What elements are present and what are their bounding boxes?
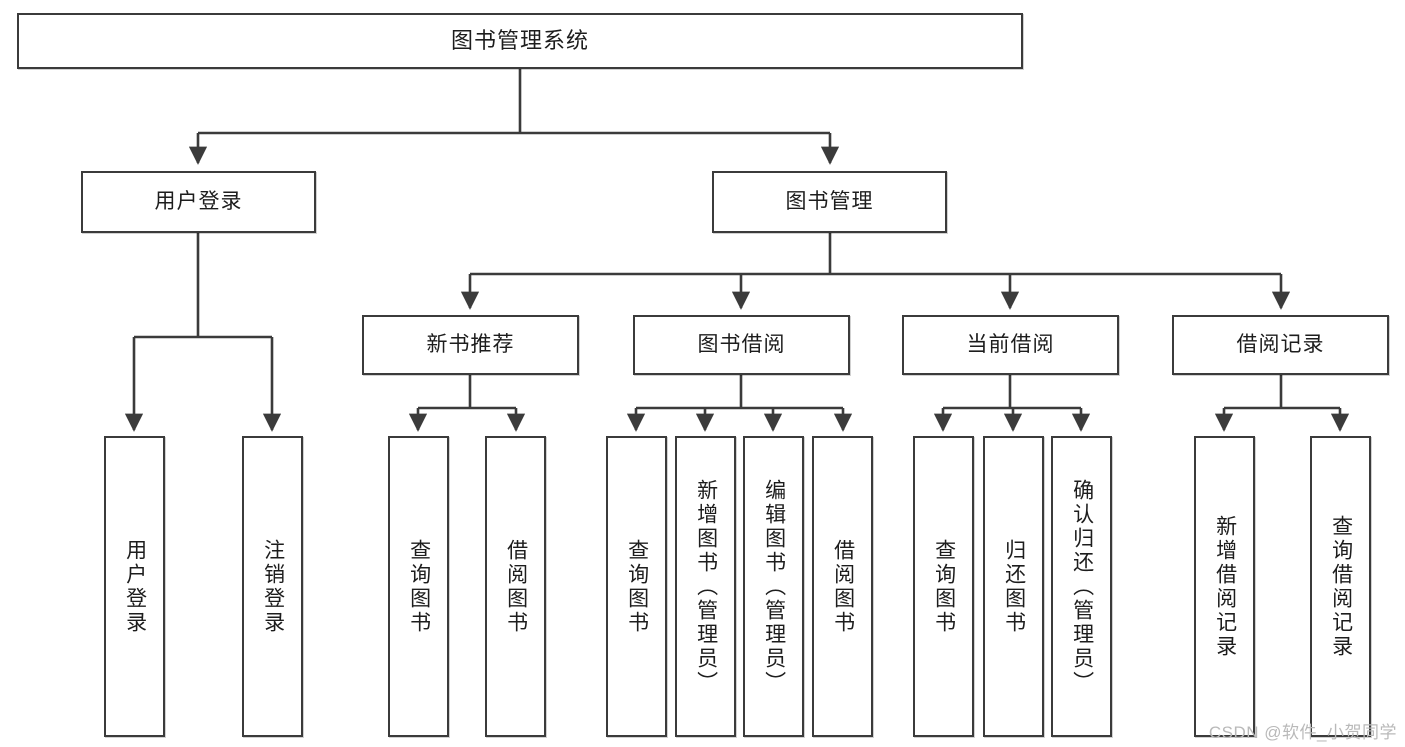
node-leaf-edit-book-label: 编辑图书（管理员） (762, 478, 786, 695)
node-leaf-query-book-2[interactable]: 查询图书 (606, 436, 667, 737)
node-leaf-confirm-return[interactable]: 确认归还（管理员） (1051, 436, 1112, 737)
node-current-borrow[interactable]: 当前借阅 (902, 315, 1119, 375)
node-book-manage[interactable]: 图书管理 (712, 171, 947, 233)
node-leaf-query-book-1-label: 查询图书 (407, 538, 431, 635)
node-leaf-add-book[interactable]: 新增图书（管理员） (675, 436, 736, 737)
node-leaf-query-book-1[interactable]: 查询图书 (388, 436, 449, 737)
node-leaf-query-book-3[interactable]: 查询图书 (913, 436, 974, 737)
node-leaf-user-login-label: 用户登录 (123, 538, 147, 635)
node-leaf-query-record-label: 查询借阅记录 (1329, 514, 1353, 659)
node-leaf-query-book-2-label: 查询图书 (625, 538, 649, 635)
node-leaf-confirm-return-label: 确认归还（管理员） (1070, 478, 1094, 695)
node-book-borrow-label: 图书借阅 (697, 332, 786, 356)
node-new-book-recommend[interactable]: 新书推荐 (362, 315, 579, 375)
node-book-manage-label: 图书管理 (785, 189, 874, 213)
watermark-text: CSDN @软件_小贺同学 (1208, 723, 1397, 742)
node-leaf-add-record[interactable]: 新增借阅记录 (1194, 436, 1255, 737)
node-leaf-borrow-book-1[interactable]: 借阅图书 (485, 436, 546, 737)
node-root[interactable]: 图书管理系统 (17, 13, 1023, 69)
node-borrow-record-label: 借阅记录 (1236, 332, 1325, 356)
node-leaf-query-book-3-label: 查询图书 (932, 538, 956, 635)
node-new-book-recommend-label: 新书推荐 (426, 332, 515, 356)
node-leaf-add-record-label: 新增借阅记录 (1213, 514, 1237, 659)
node-leaf-query-record[interactable]: 查询借阅记录 (1310, 436, 1371, 737)
node-leaf-user-logout[interactable]: 注销登录 (242, 436, 303, 737)
node-leaf-add-book-label: 新增图书（管理员） (694, 478, 718, 695)
node-leaf-edit-book[interactable]: 编辑图书（管理员） (743, 436, 804, 737)
node-leaf-user-logout-label: 注销登录 (261, 538, 285, 635)
node-user-login-label: 用户登录 (154, 189, 243, 213)
node-leaf-borrow-book-1-label: 借阅图书 (504, 538, 528, 635)
node-leaf-return-book[interactable]: 归还图书 (983, 436, 1044, 737)
node-borrow-record[interactable]: 借阅记录 (1172, 315, 1389, 375)
node-leaf-borrow-book-2-label: 借阅图书 (831, 538, 855, 635)
node-leaf-user-login[interactable]: 用户登录 (104, 436, 165, 737)
node-leaf-return-book-label: 归还图书 (1002, 538, 1026, 635)
node-current-borrow-label: 当前借阅 (966, 332, 1055, 356)
node-leaf-borrow-book-2[interactable]: 借阅图书 (812, 436, 873, 737)
node-root-label: 图书管理系统 (450, 28, 589, 54)
node-user-login[interactable]: 用户登录 (81, 171, 316, 233)
node-book-borrow[interactable]: 图书借阅 (633, 315, 850, 375)
